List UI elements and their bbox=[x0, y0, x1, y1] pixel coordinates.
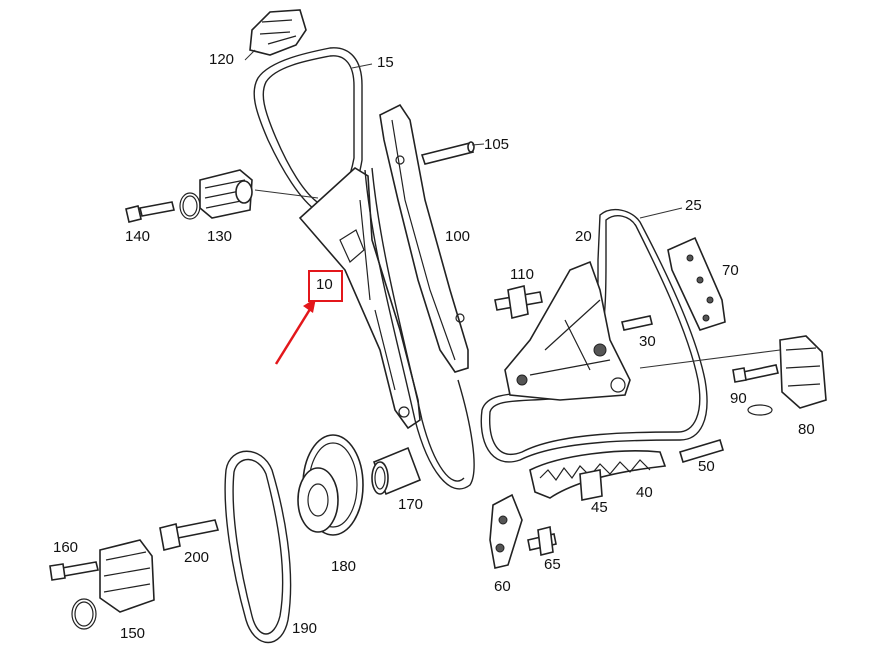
part-160-drawing bbox=[49, 561, 99, 581]
part-70-drawing bbox=[667, 236, 726, 331]
part-130-drawing bbox=[179, 169, 253, 220]
part-60-drawing bbox=[489, 493, 523, 569]
label-60[interactable]: 60 bbox=[494, 578, 511, 595]
part-120-drawing bbox=[244, 9, 307, 61]
label-140[interactable]: 140 bbox=[125, 228, 151, 245]
label-190[interactable]: 190 bbox=[292, 620, 318, 637]
label-10[interactable]: 10 bbox=[316, 276, 333, 293]
part-45-drawing bbox=[579, 469, 603, 501]
part-65-drawing bbox=[527, 526, 557, 556]
main-chain-drawing bbox=[364, 167, 475, 490]
part-30-drawing bbox=[621, 315, 653, 331]
part-110-drawing bbox=[494, 285, 543, 319]
part-80-drawing bbox=[639, 335, 827, 416]
label-45[interactable]: 45 bbox=[591, 499, 608, 516]
part-105-drawing bbox=[420, 141, 485, 165]
chain-190-drawing bbox=[224, 450, 292, 644]
part-100-drawing bbox=[379, 103, 469, 373]
highlight-box-part-10[interactable] bbox=[308, 270, 343, 302]
part-200-drawing bbox=[159, 519, 220, 551]
label-40[interactable]: 40 bbox=[636, 484, 653, 501]
label-105[interactable]: 105 bbox=[484, 136, 510, 153]
label-200[interactable]: 200 bbox=[184, 549, 210, 566]
label-170[interactable]: 170 bbox=[398, 496, 424, 513]
label-90[interactable]: 90 bbox=[730, 390, 747, 407]
label-160[interactable]: 160 bbox=[53, 539, 79, 556]
label-110[interactable]: 110 bbox=[510, 266, 534, 283]
label-15[interactable]: 15 bbox=[377, 54, 394, 71]
label-150[interactable]: 150 bbox=[120, 625, 146, 642]
part-90-drawing bbox=[732, 364, 779, 383]
label-80[interactable]: 80 bbox=[798, 421, 815, 438]
label-70[interactable]: 70 bbox=[722, 262, 739, 279]
label-180[interactable]: 180 bbox=[331, 558, 357, 575]
part-150-drawing bbox=[71, 539, 155, 630]
label-20[interactable]: 20 bbox=[575, 228, 592, 245]
label-30[interactable]: 30 bbox=[639, 333, 656, 350]
label-120[interactable]: 120 bbox=[209, 51, 235, 68]
part-20-drawing bbox=[504, 260, 631, 401]
label-130[interactable]: 130 bbox=[207, 228, 233, 245]
label-25[interactable]: 25 bbox=[685, 197, 702, 214]
label-50[interactable]: 50 bbox=[698, 458, 715, 475]
part-50-drawing bbox=[679, 439, 724, 463]
part-180-drawing bbox=[297, 434, 364, 536]
part-140-drawing bbox=[125, 201, 175, 223]
label-100[interactable]: 100 bbox=[445, 228, 471, 245]
label-65[interactable]: 65 bbox=[544, 556, 561, 573]
highlight-arrow bbox=[274, 298, 316, 365]
part-170-drawing bbox=[371, 446, 422, 496]
